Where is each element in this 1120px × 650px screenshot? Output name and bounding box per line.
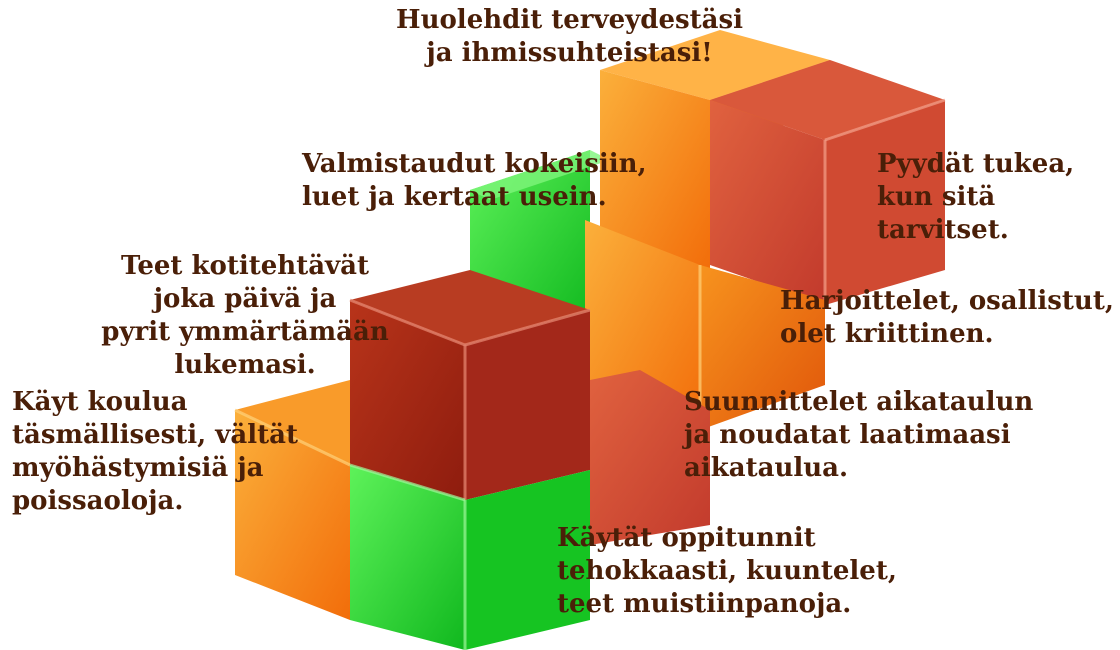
label-school-attendance: Käyt koulua täsmällisesti, vältät myöhäs… [12, 387, 298, 516]
label-ask-support: Pyydät tukea, kun sitä tarvitset. [877, 149, 1075, 245]
label-practice-participate: Harjoittelet, osallistut, olet kriittine… [780, 286, 1114, 349]
label-exam-preparation: Valmistaudut kokeisiin, luet ja kertaat … [302, 149, 647, 212]
green-cube-bottom [349, 463, 590, 650]
red-cube-lower [590, 370, 710, 545]
label-lesson-efficiency: Käytät oppitunnit tehokkaasti, kuuntelet… [557, 523, 897, 619]
orange-cube-left [234, 380, 351, 620]
dark-red-cube [349, 270, 591, 500]
label-schedule-planning: Suunnittelet aikataulun ja noudatat laat… [684, 387, 1034, 483]
red-cube-top-right [710, 60, 946, 305]
label-health-relationships: Huolehdit terveydestäsi ja ihmissuhteist… [396, 5, 743, 68]
label-homework: Teet kotitehtävät joka päivä ja pyrit ym… [101, 251, 389, 380]
